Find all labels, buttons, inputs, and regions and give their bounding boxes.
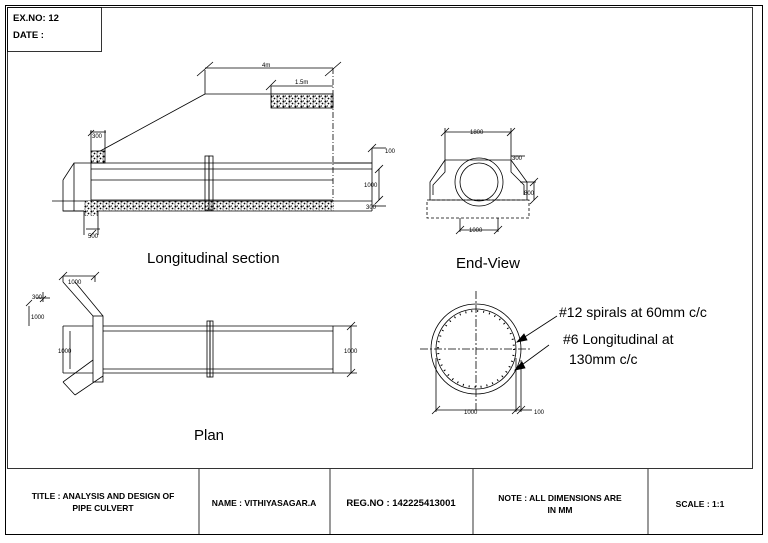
end-view-title: End-View [456,255,520,272]
end-view [426,127,539,235]
dim-1000-plan-left: 1000 [31,315,45,321]
pipe-section-notes: 1000 100 #12 spirals at 60mm c/c #6 Long… [464,304,707,416]
dim-500: 500 [88,234,99,240]
sheet-border [5,5,763,535]
scale-field: SCALE : 1:1 [676,499,725,509]
longitudinal-note-line1: #6 Longitudinal at [563,331,674,347]
plan-title: Plan [194,427,224,444]
dim-1000-plan-mid: 1000 [58,349,72,355]
reg-no-field: REG.NO : 142225413001 [346,498,456,509]
longitudinal-section-title: Longitudinal section [147,250,280,267]
title-block [198,469,649,534]
ex-no-label: EX.NO: 12 [13,13,59,24]
spirals-note: #12 spirals at 60mm c/c [559,304,707,320]
dim-4m: 4m [262,63,270,69]
dim-300-bottom: 300 [366,205,377,211]
date-label: DATE : [13,30,44,41]
longitudinal-note-line2: 130mm c/c [569,351,637,367]
title-line2: PIPE CULVERT [72,503,134,513]
dim-1000: 1000 [364,183,378,189]
end-view-dims: 1800 300 800 1000 End-View [456,130,535,272]
dim-1-5m: 1.5m [295,80,308,86]
name-field: NAME : VITHIYASAGAR.A [212,498,317,508]
dim-800: 800 [524,191,535,197]
dim-1800: 1800 [470,130,484,136]
plan-dims: 1000 300 1000 1000 1000 Plan [31,280,358,444]
dim-300-end: 300 [512,156,523,162]
dim-300-plan: 300 [32,295,43,301]
pipe-cross-section [420,291,558,415]
header-box: EX.NO: 12 DATE : [13,13,59,41]
longitudinal-dims: 4m 1.5m 300 500 100 1000 300 Longitudina… [88,63,396,267]
plan-view [25,271,357,396]
dim-1000-plan-right: 1000 [344,349,358,355]
title-line1: TITLE : ANALYSIS AND DESIGN OF [32,491,175,501]
title-block-text: TITLE : ANALYSIS AND DESIGN OF PIPE CULV… [32,491,725,515]
dim-1000-plan-top: 1000 [68,280,82,286]
longitudinal-section [52,61,386,237]
note-line1: NOTE : ALL DIMENSIONS ARE [498,493,622,503]
dim-1000-end: 1000 [469,228,483,234]
dim-300-top: 300 [92,134,103,140]
dim-1000-section: 1000 [464,410,478,416]
note-line2: IN MM [547,505,572,515]
dim-100: 100 [385,149,396,155]
dim-100-section: 100 [534,410,545,416]
